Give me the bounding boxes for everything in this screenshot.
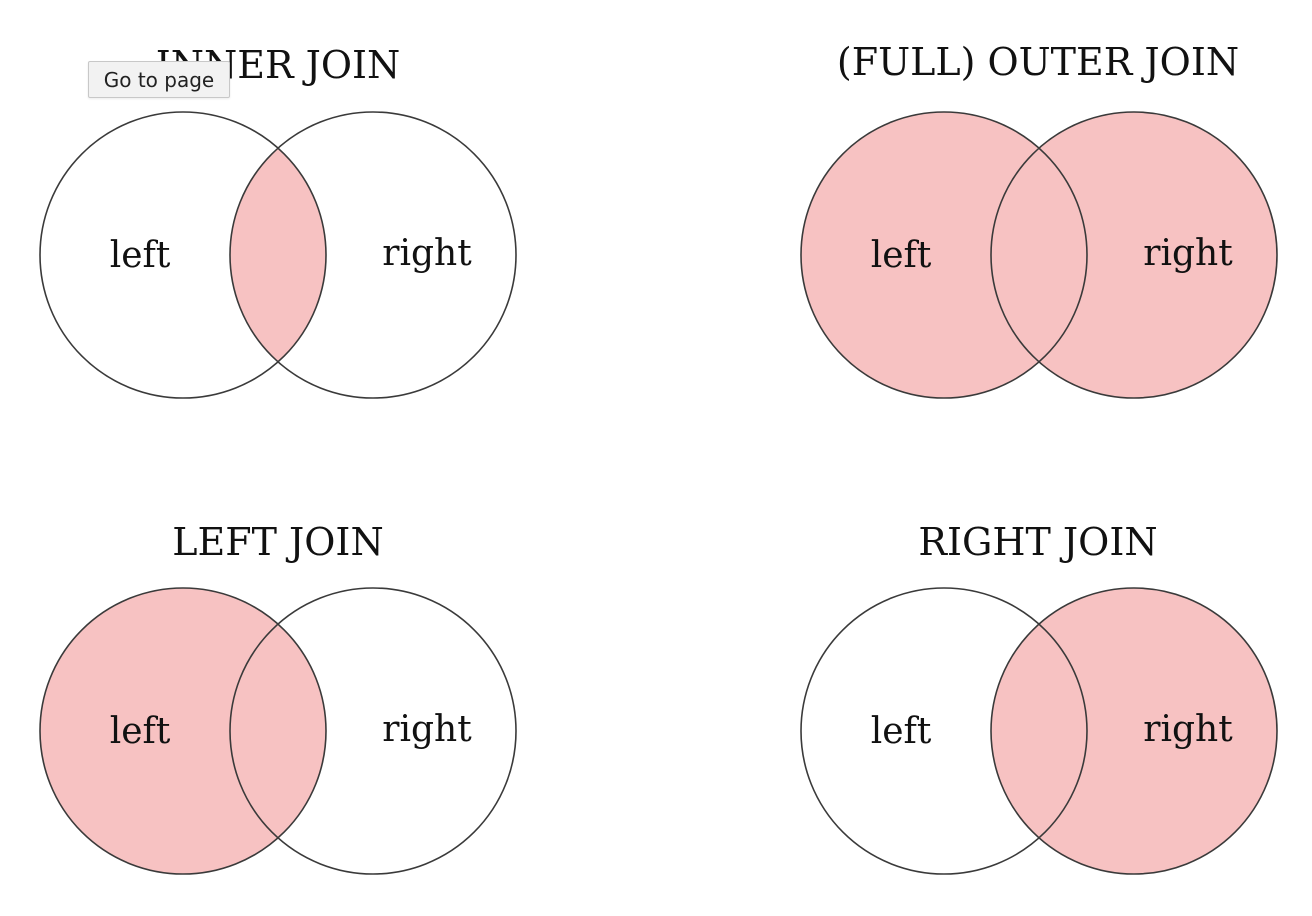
go-to-page-tooltip: Go to page xyxy=(88,61,230,98)
intersection-region xyxy=(230,588,326,874)
right-set-label: right xyxy=(1143,233,1233,274)
venn-panel-right: RIGHT JOIN left right xyxy=(800,520,1278,875)
left-set-circle xyxy=(800,111,1088,399)
left-set-label: left xyxy=(871,235,932,276)
left-set-circle xyxy=(39,587,327,875)
left-set-label: left xyxy=(871,711,932,752)
venn-panel-left: LEFT JOIN left right xyxy=(39,520,517,875)
left-set-circle xyxy=(800,587,1088,875)
panel-title: (FULL) OUTER JOIN xyxy=(837,40,1239,84)
right-set-label: right xyxy=(382,709,472,750)
right-set-circle xyxy=(229,587,517,875)
intersection-region xyxy=(230,112,326,398)
venn-panel-outer: (FULL) OUTER JOIN left right xyxy=(800,40,1278,399)
left-set-label: left xyxy=(110,235,171,276)
right-set-circle xyxy=(229,111,517,399)
intersection-region xyxy=(991,112,1087,398)
right-set-label: right xyxy=(382,233,472,274)
right-set-label: right xyxy=(1143,709,1233,750)
panel-title: LEFT JOIN xyxy=(172,520,383,564)
right-set-circle xyxy=(990,587,1278,875)
left-set-circle xyxy=(39,111,327,399)
intersection-region xyxy=(991,588,1087,874)
left-set-label: left xyxy=(110,711,171,752)
panel-title: RIGHT JOIN xyxy=(918,520,1157,564)
right-set-circle xyxy=(990,111,1278,399)
